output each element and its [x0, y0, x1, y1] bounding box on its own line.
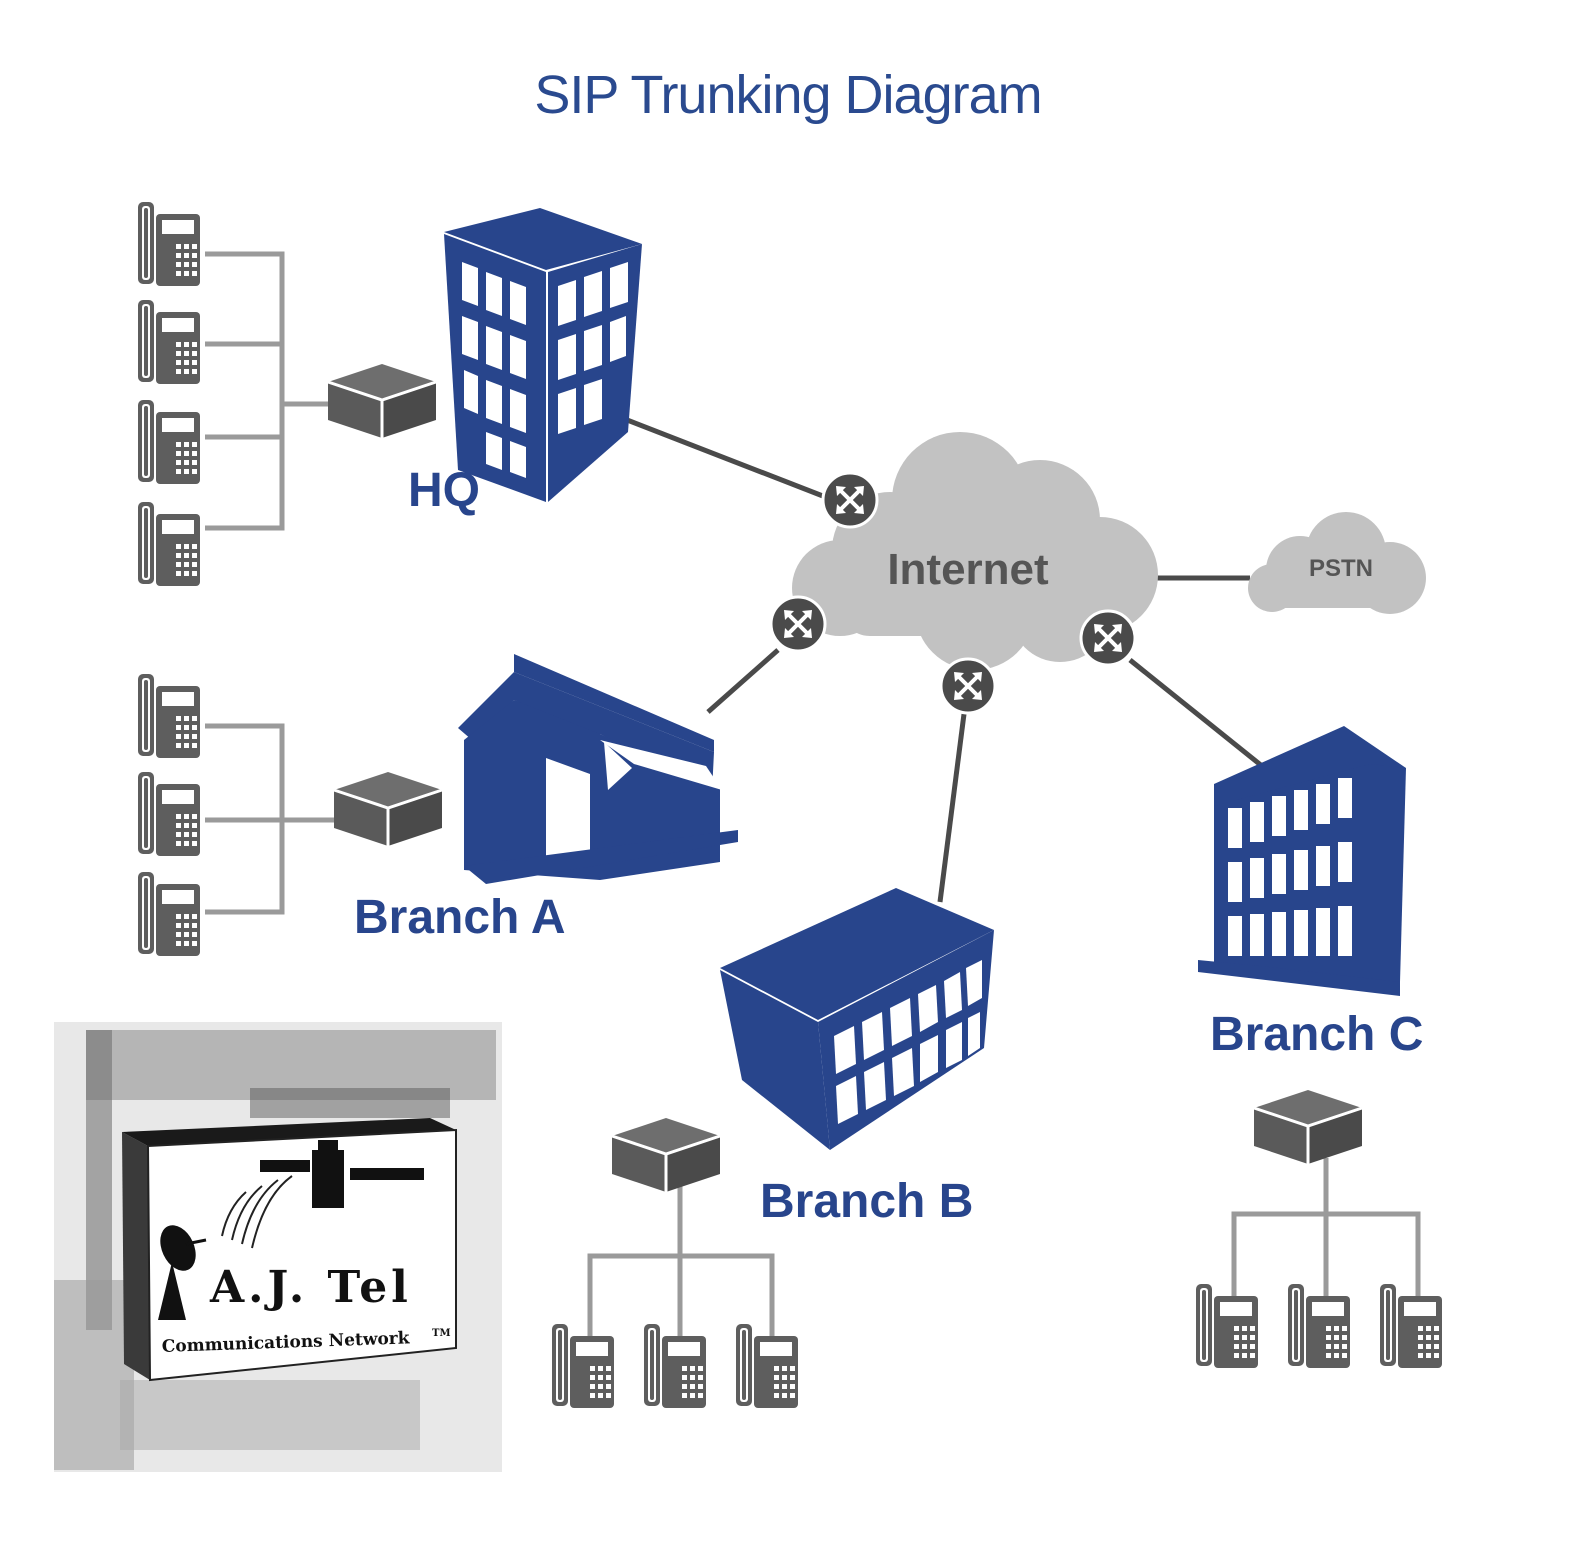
hq-site: HQ [138, 202, 642, 586]
pbx-box-icon [326, 362, 438, 440]
phone-wiring [205, 723, 334, 915]
branch-c-label: Branch C [1210, 1008, 1423, 1061]
branch-a-site: Branch A [138, 654, 738, 956]
desk-phone-icon [138, 772, 200, 856]
hq-label: HQ [408, 464, 480, 517]
signal-waves-icon [221, 1175, 293, 1249]
cloud-icon [1248, 512, 1426, 614]
internet-cloud: Internet [792, 432, 1158, 670]
phone-wiring [205, 251, 330, 531]
office-building-icon [458, 654, 738, 884]
pstn-label: PSTN [1309, 555, 1373, 582]
pbx-box-icon [610, 1116, 722, 1194]
desk-phone-icon [736, 1324, 798, 1408]
logo-name: A.J. Tel [209, 1262, 412, 1313]
logo-box-front [146, 1128, 457, 1382]
router-node-icon [821, 471, 879, 529]
logo-box-top [122, 1118, 456, 1146]
router-node-icon [939, 657, 997, 715]
desk-phone-icon [138, 674, 200, 758]
branch-b-internet-link [937, 713, 967, 903]
desk-phone-icon [138, 872, 200, 956]
internet-label: Internet [887, 545, 1049, 594]
branch-c-internet-link [1128, 658, 1264, 768]
satellite-dish-icon [158, 1225, 207, 1320]
office-building-icon [444, 208, 642, 502]
branch-b-label: Branch B [760, 1175, 973, 1228]
phone-wiring [1231, 1158, 1421, 1312]
diagram-title: SIP Trunking Diagram [534, 65, 1041, 125]
desk-phone-icon [644, 1324, 706, 1408]
pstn-cloud: PSTN [1248, 512, 1426, 614]
desk-phone-icon [1196, 1284, 1258, 1368]
branch-a-label: Branch A [354, 891, 566, 944]
cloud-icon [792, 432, 1158, 670]
desk-phone-icon [138, 300, 200, 384]
desk-phone-icon [552, 1324, 614, 1408]
pbx-box-icon [1252, 1088, 1364, 1166]
desk-phone-icon [138, 400, 200, 484]
aj-tel-logo: A.J. Tel Communications Network TM [54, 1022, 502, 1472]
branch-a-internet-link [706, 648, 780, 714]
pbx-box-icon [332, 770, 444, 848]
desk-phone-icon [138, 202, 200, 286]
office-building-icon [1198, 726, 1406, 996]
logo-box-side [122, 1132, 150, 1380]
logo-trademark: TM [432, 1328, 451, 1339]
wan-links [621, 415, 1264, 903]
branch-c-site: Branch C [1196, 726, 1442, 1368]
router-node-icon [769, 595, 827, 653]
satellite-icon [260, 1140, 424, 1208]
hq-internet-link [621, 415, 829, 501]
desk-phone-icon [138, 502, 200, 586]
office-building-icon [720, 888, 994, 1150]
desk-phone-icon [1288, 1284, 1350, 1368]
router-node-icon [1079, 609, 1137, 667]
phone-wiring [587, 1186, 775, 1352]
branch-b-site: Branch B [552, 888, 994, 1408]
desk-phone-icon [1380, 1284, 1442, 1368]
